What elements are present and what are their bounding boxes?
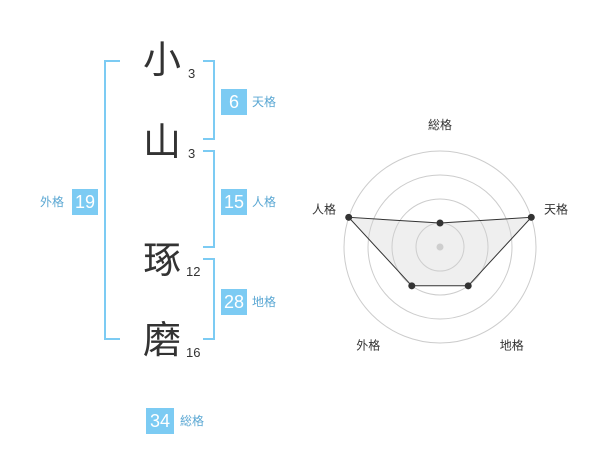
soukaku-value: 34 <box>146 408 174 434</box>
soukaku-label: 総格 <box>180 414 205 428</box>
jinkaku-value: 15 <box>221 189 247 215</box>
tenkaku-value: 6 <box>221 89 247 115</box>
stroke-count-3: 12 <box>186 264 201 279</box>
radar-axis-label: 地格 <box>500 338 524 353</box>
radar-polygon <box>347 216 533 287</box>
tenkaku-label: 天格 <box>252 95 277 109</box>
radar-point-3 <box>464 282 472 290</box>
radar-axis-label: 人格 <box>312 201 336 216</box>
jinkaku-bracket <box>203 150 215 248</box>
stroke-count-2: 3 <box>188 146 196 161</box>
radar-center-dot <box>436 243 444 251</box>
chikaku-value: 28 <box>221 289 247 315</box>
radar-ring <box>367 174 513 320</box>
radar-axis-label: 天格 <box>544 201 568 216</box>
radar-ring <box>391 198 489 296</box>
gaikaku-bracket <box>104 60 120 340</box>
chikaku-label: 地格 <box>252 295 277 309</box>
radar-point-1 <box>436 219 444 227</box>
radar-ring <box>343 150 537 344</box>
name-char-2: 山 <box>142 120 181 164</box>
radar-axis-label: 外格 <box>356 338 380 353</box>
radar-point-2 <box>527 213 535 221</box>
gaikaku-value: 19 <box>72 189 98 215</box>
gaikaku-label: 外格 <box>40 195 65 209</box>
name-char-4: 磨 <box>142 318 181 362</box>
name-char-3: 琢 <box>142 238 181 282</box>
stroke-count-1: 3 <box>188 66 196 81</box>
radar-point-5 <box>345 213 353 221</box>
radar-point-4 <box>408 282 416 290</box>
stroke-count-4: 16 <box>186 345 201 360</box>
radar-axis-label: 総格 <box>428 117 452 132</box>
tenkaku-bracket <box>203 60 215 140</box>
chikaku-bracket <box>203 258 215 340</box>
jinkaku-label: 人格 <box>252 195 277 209</box>
name-char-1: 小 <box>142 38 181 82</box>
